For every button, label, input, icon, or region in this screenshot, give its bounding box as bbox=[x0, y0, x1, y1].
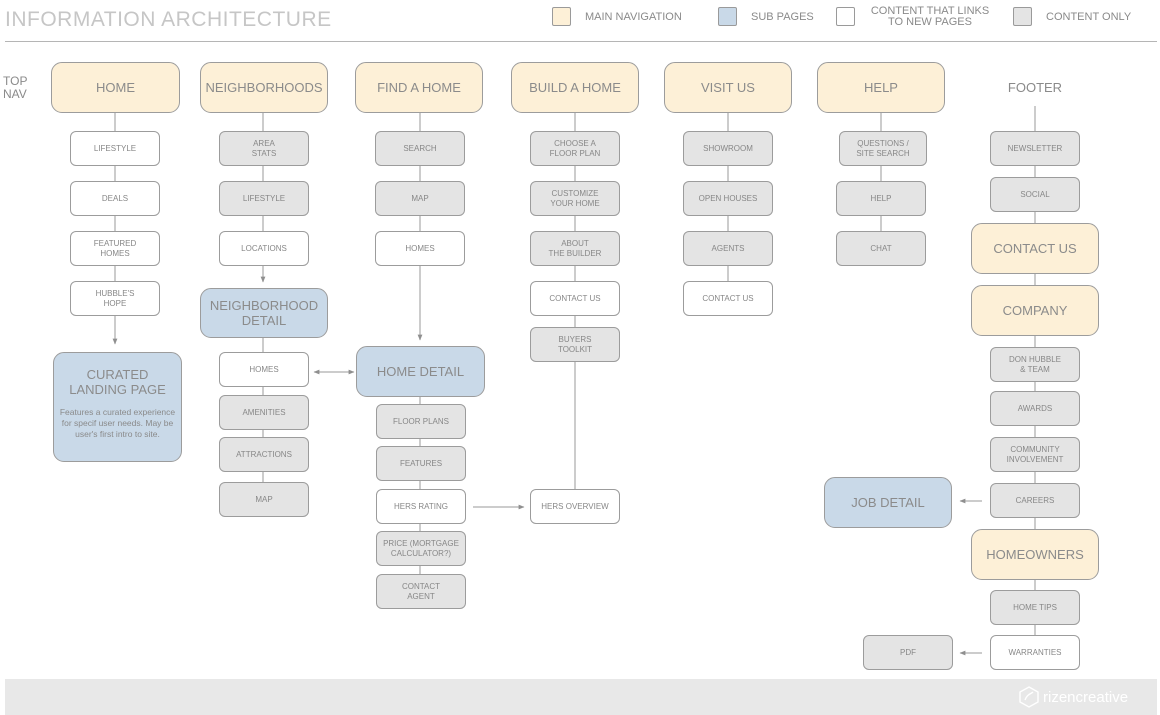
node-curated-landing-page: CURATED LANDING PAGE Features a curated … bbox=[53, 352, 182, 462]
legend-swatch-content-links bbox=[836, 7, 855, 26]
node-showroom: SHOWROOM bbox=[683, 131, 773, 166]
node-home-tips: HOME TIPS bbox=[990, 590, 1080, 625]
node-visit-us: VISIT US bbox=[664, 62, 792, 113]
node-amenities: AMENITIES bbox=[219, 395, 309, 430]
node-warranties: WARRANTIES bbox=[990, 635, 1080, 670]
legend-swatch-content-only bbox=[1013, 7, 1032, 26]
node-chat: CHAT bbox=[836, 231, 926, 266]
node-company: COMPANY bbox=[971, 285, 1099, 336]
node-hers-overview: HERS OVERVIEW bbox=[530, 489, 620, 524]
node-find-homes: HOMES bbox=[375, 231, 465, 266]
node-pdf: PDF bbox=[863, 635, 953, 670]
node-agents: AGENTS bbox=[683, 231, 773, 266]
node-locations: LOCATIONS bbox=[219, 231, 309, 266]
node-features: FEATURES bbox=[376, 446, 466, 481]
brand-mark-icon bbox=[1019, 686, 1039, 708]
brand-name: rizencreative bbox=[1043, 688, 1129, 706]
node-visit-contact-us: CONTACT US bbox=[683, 281, 773, 316]
node-neighborhoods-lifestyle: LIFESTYLE bbox=[219, 181, 309, 216]
node-community-involvement: COMMUNITY INVOLVEMENT bbox=[990, 437, 1080, 472]
legend-swatch-main-navigation bbox=[552, 7, 571, 26]
node-footer-contact-us: CONTACT US bbox=[971, 223, 1099, 274]
node-help: HELP bbox=[817, 62, 945, 113]
node-neighborhood-homes: HOMES bbox=[219, 352, 309, 387]
node-find-map: MAP bbox=[375, 181, 465, 216]
top-nav-label: TOP NAV bbox=[3, 74, 28, 101]
node-area-stats: AREA STATS bbox=[219, 131, 309, 166]
node-careers: CAREERS bbox=[990, 483, 1080, 518]
node-neighborhood-map: MAP bbox=[219, 482, 309, 517]
node-home-deals: DEALS bbox=[70, 181, 160, 216]
node-hubbles-hope: HUBBLE'S HOPE bbox=[70, 281, 160, 316]
node-home-detail: HOME DETAIL bbox=[356, 346, 485, 397]
node-buyers-toolkit: BUYERS TOOLKIT bbox=[530, 327, 620, 362]
node-neighborhood-detail: NEIGHBORHOOD DETAIL bbox=[200, 288, 328, 338]
curated-landing-page-title: CURATED LANDING PAGE bbox=[69, 367, 166, 397]
node-floor-plans: FLOOR PLANS bbox=[376, 404, 466, 439]
node-choose-floor-plan: CHOOSE A FLOOR PLAN bbox=[530, 131, 620, 166]
node-hers-rating: HERS RATING bbox=[376, 489, 466, 524]
node-featured-homes: FEATURED HOMES bbox=[70, 231, 160, 266]
node-find-a-home: FIND A HOME bbox=[355, 62, 483, 113]
legend-label-content-only: CONTENT ONLY bbox=[1046, 11, 1132, 23]
header-divider bbox=[5, 41, 1157, 42]
node-build-a-home: BUILD A HOME bbox=[511, 62, 639, 113]
footer-label: FOOTER bbox=[1007, 80, 1063, 95]
legend-label-content-links: CONTENT THAT LINKS TO NEW PAGES bbox=[870, 5, 990, 28]
bottom-bar bbox=[5, 679, 1157, 715]
brand-logo: rizencreative bbox=[1018, 686, 1128, 708]
node-home: HOME bbox=[51, 62, 180, 113]
node-newsletter: NEWSLETTER bbox=[990, 131, 1080, 166]
legend-swatch-sub-pages bbox=[718, 7, 737, 26]
node-homeowners: HOMEOWNERS bbox=[971, 529, 1099, 580]
curated-landing-page-description: Features a curated experience for specif… bbox=[59, 407, 176, 439]
page-title: INFORMATION ARCHITECTURE bbox=[5, 8, 332, 31]
node-questions-site-search: QUESTIONS / SITE SEARCH bbox=[839, 131, 927, 166]
node-open-houses: OPEN HOUSES bbox=[683, 181, 773, 216]
legend-label-sub-pages: SUB PAGES bbox=[751, 11, 814, 23]
node-home-lifestyle: LIFESTYLE bbox=[70, 131, 160, 166]
node-price-mortgage-calculator: PRICE (MORTGAGE CALCULATOR?) bbox=[376, 531, 466, 566]
node-about-the-builder: ABOUT THE BUILDER bbox=[530, 231, 620, 266]
node-build-contact-us: CONTACT US bbox=[530, 281, 620, 316]
node-social: SOCIAL bbox=[990, 177, 1080, 212]
node-help-page: HELP bbox=[836, 181, 926, 216]
node-neighborhoods: NEIGHBORHOODS bbox=[200, 62, 328, 113]
node-search: SEARCH bbox=[375, 131, 465, 166]
node-job-detail: JOB DETAIL bbox=[824, 477, 952, 528]
node-customize-your-home: CUSTOMIZE YOUR HOME bbox=[530, 181, 620, 216]
node-awards: AWARDS bbox=[990, 391, 1080, 426]
node-contact-agent: CONTACT AGENT bbox=[376, 574, 466, 609]
legend-label-main-navigation: MAIN NAVIGATION bbox=[585, 11, 682, 23]
node-attractions: ATTRACTIONS bbox=[219, 437, 309, 472]
node-don-hubble-team: DON HUBBLE & TEAM bbox=[990, 347, 1080, 382]
